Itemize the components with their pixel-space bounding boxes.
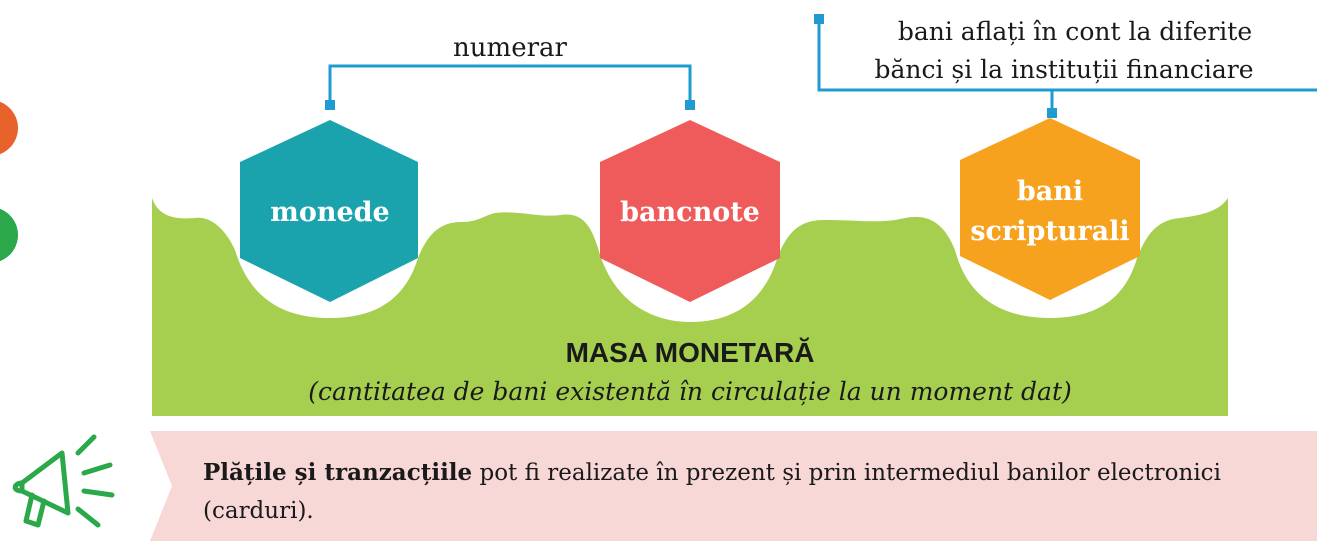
side-circle-green (0, 208, 18, 262)
hex-bancnote (600, 120, 780, 302)
note-bold-text: Plățile și tranzacțiile (203, 459, 473, 486)
hex-bani-scripturali-label-line1: bani (1017, 176, 1083, 207)
cash-connector-dot-left (325, 100, 335, 110)
note-band (150, 431, 1317, 541)
hex-monede-label: monede (270, 197, 389, 228)
bank-connector-dot-top (814, 14, 824, 24)
hex-bani-scripturali (960, 118, 1140, 300)
hex-bani-scripturali-label-line2: scripturali (970, 216, 1129, 247)
base-panel (152, 198, 1228, 416)
bank-connector-dot-bottom (1047, 108, 1057, 118)
cash-label: numerar (453, 33, 567, 63)
bank-label-line2: bănci și la instituții financiare (874, 55, 1253, 84)
note-text: Plățile și tranzacțiile pot fi realizate… (203, 454, 1303, 530)
megaphone-icon (12, 434, 115, 528)
base-subtitle: (cantitatea de bani existentă în circula… (308, 377, 1072, 406)
side-circle-orange (0, 101, 18, 155)
base-title: MASA MONETARĂ (566, 337, 815, 368)
note-rest-text: pot fi realizate în prezent și prin inte… (203, 460, 1221, 524)
cash-connector-dot-right (685, 100, 695, 110)
bank-label-line1: bani aflați în cont la diferite (898, 17, 1252, 46)
hex-bancnote-label: bancnote (620, 197, 760, 228)
cash-connector (328, 64, 692, 103)
hex-monede (240, 120, 418, 302)
